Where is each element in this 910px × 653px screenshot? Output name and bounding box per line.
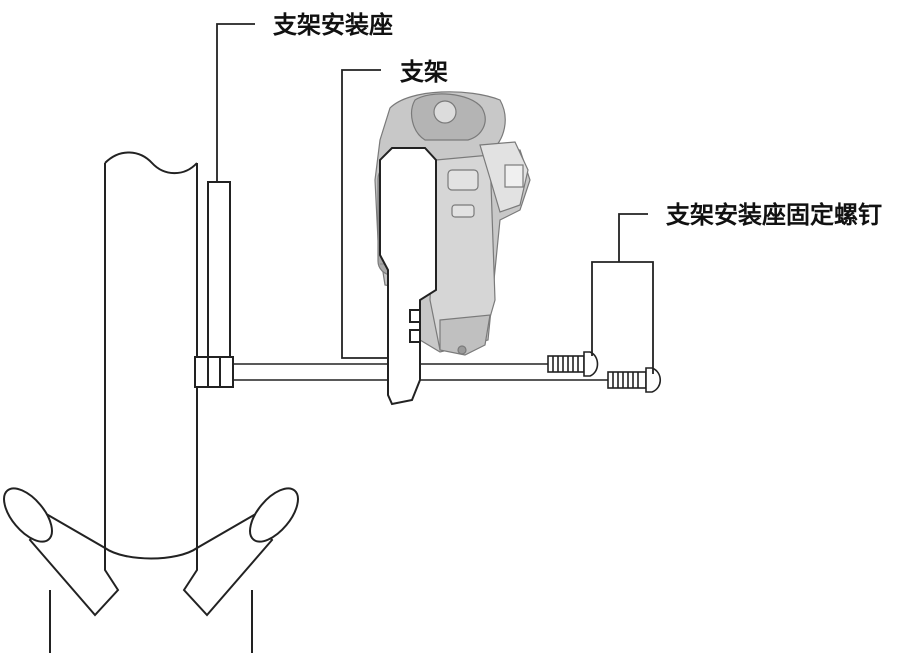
screw-2	[607, 367, 662, 393]
label-bracket: 支架	[400, 58, 448, 86]
bracket-mount	[194, 181, 234, 388]
bracket	[379, 147, 437, 406]
screw-1	[547, 351, 599, 377]
leader-screws	[591, 213, 654, 374]
leader-bracket	[341, 69, 388, 359]
seat-tube	[104, 151, 198, 548]
label-screws: 支架安装座固定螺钉	[666, 201, 882, 229]
frame-junction	[3, 487, 299, 653]
label-mount: 支架安装座	[273, 11, 393, 39]
leader-mount	[216, 23, 255, 182]
